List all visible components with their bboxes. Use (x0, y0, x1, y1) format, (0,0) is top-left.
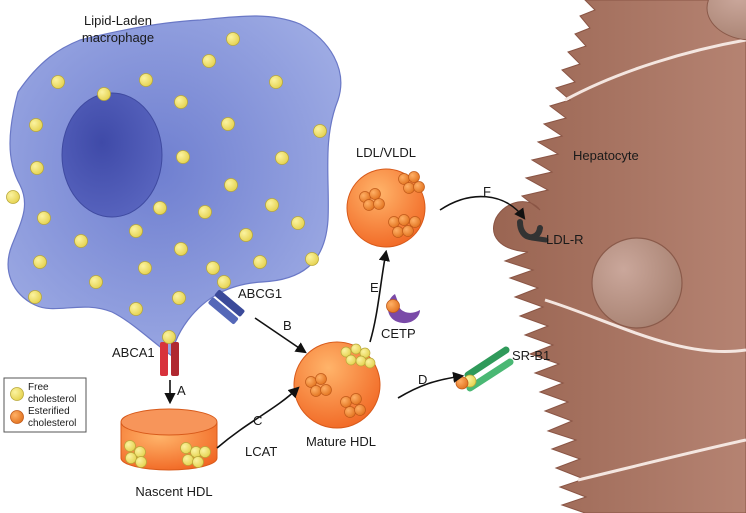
macrophage-cell (6, 15, 342, 358)
step-c-label: C (253, 413, 262, 428)
arrow-d (397, 371, 465, 399)
labels: Lipid-Laden macrophage Hepatocyte LDL/VL… (82, 13, 639, 499)
macrophage-nucleus (61, 92, 163, 218)
arrow-c (216, 386, 300, 449)
hepatocyte-nucleus (591, 237, 683, 329)
nascent-hdl (120, 408, 218, 471)
cetp-protein (386, 294, 420, 324)
ldl-vldl-label: LDL/VLDL (356, 145, 416, 160)
pathway-arrows (164, 195, 526, 449)
free-cholesterol-particles (6, 32, 327, 316)
legend-free-line1: Free (28, 382, 49, 393)
cetp-label: CETP (381, 326, 416, 341)
sr-b1-receptor (455, 346, 514, 392)
hepatocyte-label: Hepatocyte (573, 148, 639, 163)
mature-hdl-label: Mature HDL (306, 434, 376, 449)
mature-hdl (293, 341, 381, 429)
abcg1-label: ABCG1 (238, 286, 282, 301)
step-e-label: E (370, 280, 379, 295)
legend-ester-line2: cholesterol (28, 418, 76, 429)
arrow-f (439, 195, 526, 220)
legend-free-cholesterol-swatch (10, 387, 24, 401)
abcg1-transporter (208, 275, 245, 324)
step-f-label: F (483, 184, 491, 199)
step-a-label: A (177, 383, 186, 398)
macrophage-label-line1: Lipid-Laden (84, 13, 152, 28)
ldl-r-label: LDL-R (546, 232, 584, 247)
legend: Free cholesterol Esterified cholesterol (3, 377, 87, 433)
ldl-vldl-particle (346, 168, 426, 248)
step-d-label: D (418, 372, 427, 387)
legend-free-line2: cholesterol (28, 394, 76, 405)
step-b-label: B (283, 318, 292, 333)
abca1-transporter (160, 330, 179, 376)
abca1-label: ABCA1 (112, 345, 155, 360)
arrow-e (369, 249, 390, 343)
legend-ester-line1: Esterified (28, 406, 70, 417)
lcat-label: LCAT (245, 444, 277, 459)
arrow-b (254, 317, 307, 354)
legend-esterified-cholesterol-swatch (10, 410, 24, 424)
ldl-r-receptor (517, 219, 549, 243)
sr-b1-label: SR-B1 (512, 348, 550, 363)
nascent-hdl-label: Nascent HDL (135, 484, 212, 499)
hepatocyte-tissue (493, 0, 746, 513)
macrophage-label-line2: macrophage (82, 30, 154, 45)
